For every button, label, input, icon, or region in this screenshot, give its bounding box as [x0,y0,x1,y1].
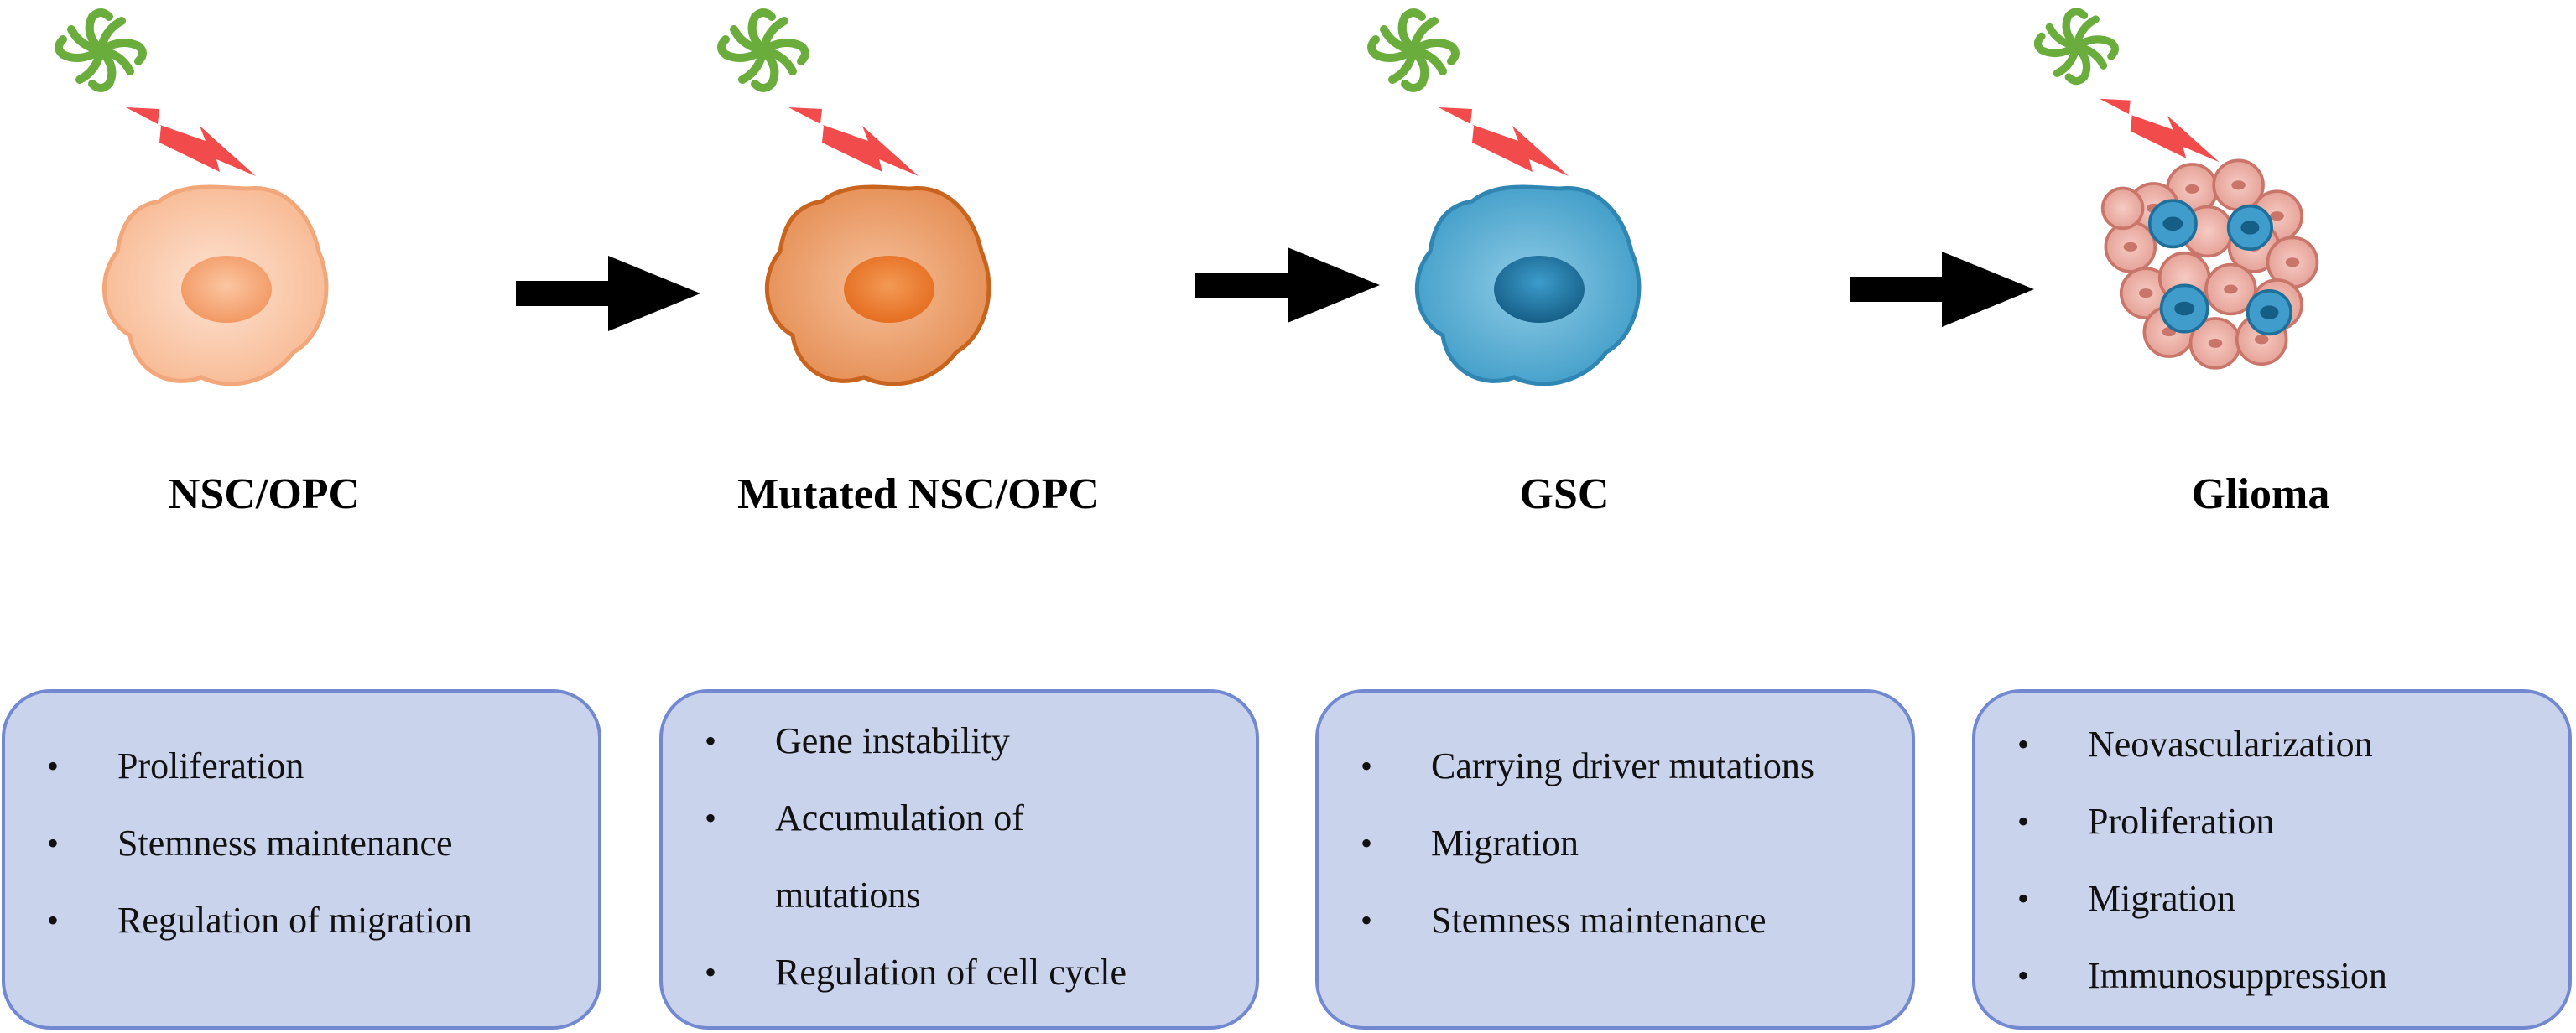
virus-icon [2033,8,2119,86]
lightning-bolt-icon [2100,98,2220,163]
tumor-cluster [2100,158,2319,370]
feature-box-nsc-opc: Proliferation Stemness maintenance Regul… [2,689,601,1030]
feature-item: Neovascularization [2017,706,2543,783]
feature-item: Immunosuppression [2017,937,2543,1015]
feature-item: Stemness maintenance [1361,882,1886,959]
feature-item: Regulation of migration [47,882,573,959]
gsc-cell-illustration [1346,0,1699,386]
virus-icon [1367,8,1460,92]
right-arrow-icon [1850,252,2034,327]
stage-label-nsc-opc: NSC/OPC [168,470,361,518]
glioma-tumor-illustration [2001,0,2353,386]
lightning-bolt-icon [126,107,256,176]
lightning-bolt-icon [1439,107,1569,176]
feature-box-glioma: Neovascularization Proliferation Migrati… [1972,689,2572,1030]
feature-box-gsc: Carrying driver mutations Migration Stem… [1315,689,1915,1030]
feature-item: Stemness maintenance [47,805,573,882]
stage-label-gsc: GSC [1519,470,1610,518]
feature-item: Proliferation [47,728,573,805]
stage-label-mutated: Mutated NSC/OPC [737,470,1100,518]
feature-item: Accumulation of mutations [705,780,1060,934]
mutated-cell-illustration [696,0,1049,386]
feature-item: Carrying driver mutations [1361,728,1886,805]
virus-icon [55,8,147,92]
feature-item: Regulation of cell cycle [705,934,1231,1011]
feature-item: Migration [1361,805,1886,882]
feature-item: Migration [2017,860,2543,937]
feature-item: Gene instability [705,703,1231,780]
stage-label-glioma: Glioma [2191,470,2330,518]
feature-item: Proliferation [2017,783,2543,860]
right-arrow-icon [516,256,700,331]
virus-icon [717,8,809,92]
right-arrow-icon [1195,247,1380,323]
nsc-opc-cell-illustration [34,0,386,386]
feature-box-mutated: Gene instability Accumulation of mutatio… [659,689,1259,1030]
lightning-bolt-icon [788,107,919,176]
